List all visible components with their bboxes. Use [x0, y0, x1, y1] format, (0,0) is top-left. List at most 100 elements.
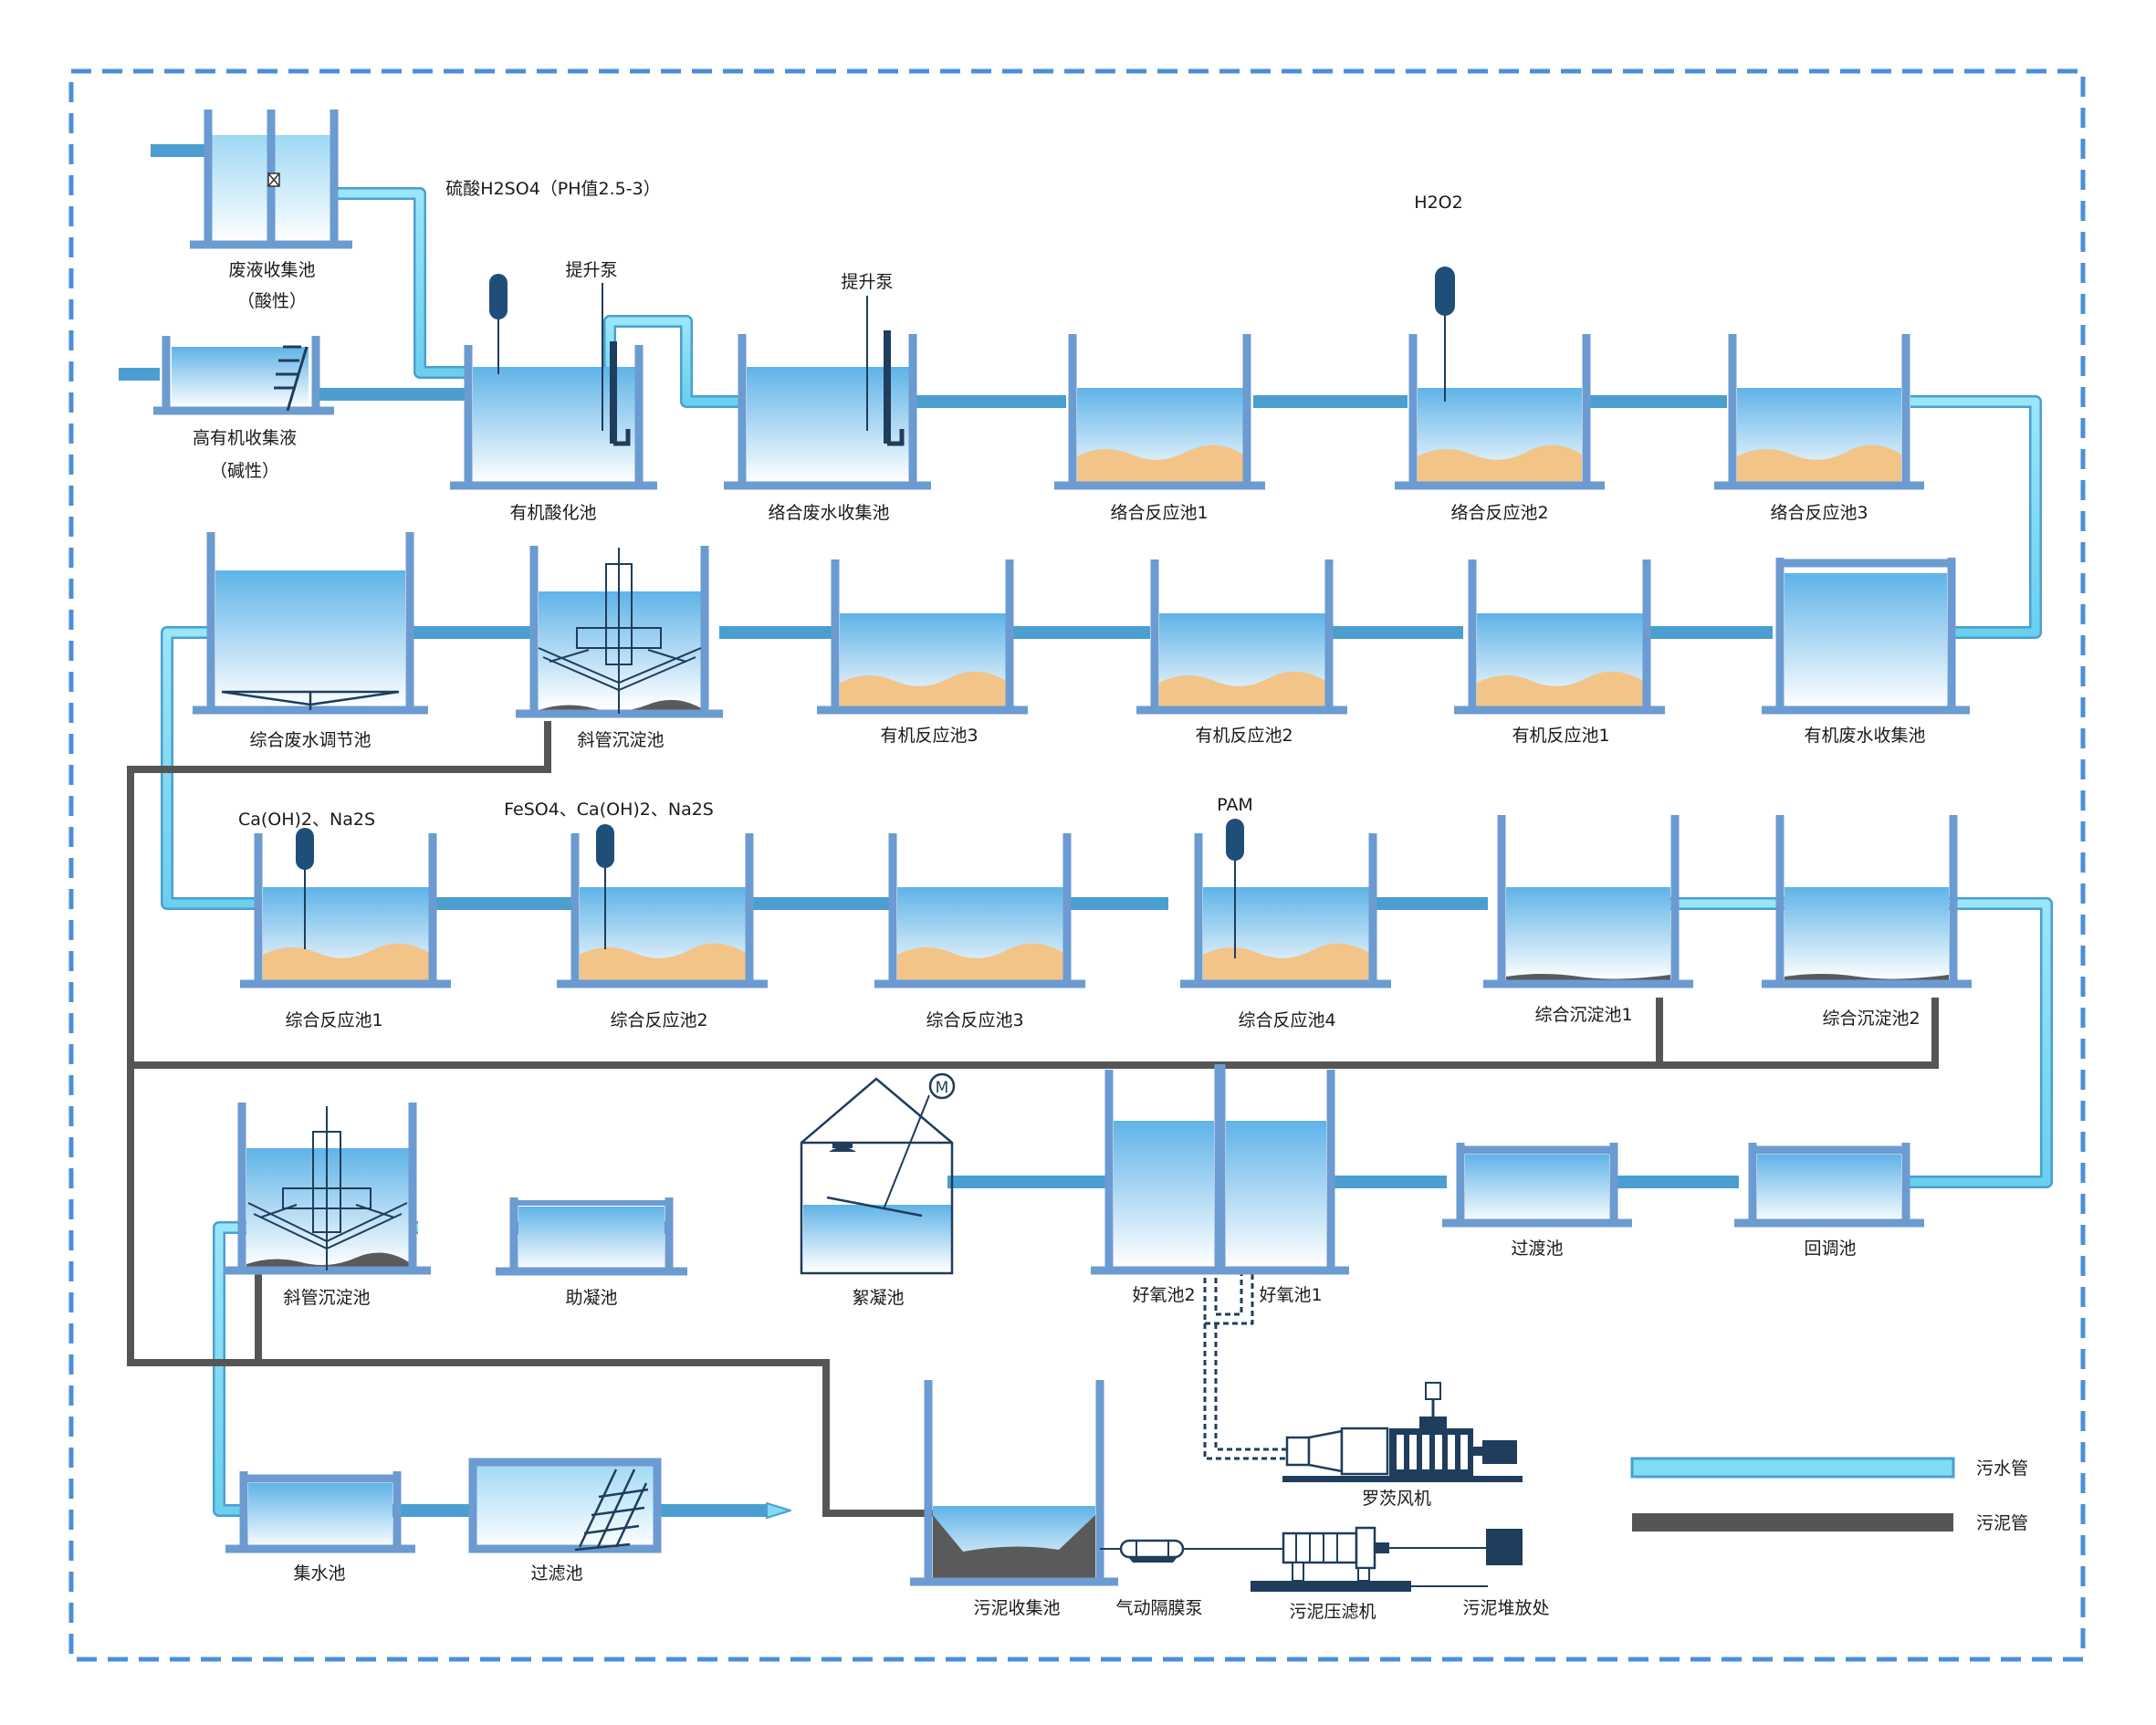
combined-reaction-tank-4: [1180, 833, 1391, 988]
sludge-collection-label: 污泥收集池: [973, 1598, 1060, 1618]
legend-water-label: 污水管: [1976, 1458, 2028, 1479]
complex-collection-label: 络合废水收集池: [768, 503, 889, 523]
lift-pump-icon: [884, 330, 905, 446]
organic-reaction-3-label: 有机反应池3: [880, 726, 978, 746]
diaphragm-pump-icon: [1100, 1539, 1285, 1563]
dosing-caoh-label: Ca(OH)2、Na2S: [238, 810, 375, 830]
sludge-pipes: [127, 721, 1939, 1517]
organic-reaction-tank-3: [817, 559, 1028, 715]
dosing-pam-label: PAM: [1217, 795, 1253, 815]
filter-press-icon: [1251, 1526, 1488, 1592]
acid-dosing-label: 硫酸H2SO4（PH值2.5-3）: [445, 179, 660, 199]
combined-settling-1-label: 综合沉淀池1: [1534, 1005, 1632, 1025]
waste-acid-tank-label: 废液收集池: [228, 260, 315, 280]
complex-reaction-tank-3: [1714, 334, 1924, 490]
equalization-label: 综合废水调节池: [249, 730, 371, 750]
organic-reaction-tank-2: [1136, 559, 1347, 715]
filter-tank-label: 过滤池: [530, 1563, 582, 1584]
combined-settling-2-label: 综合沉淀池2: [1822, 1009, 1920, 1029]
h2o2-label: H2O2: [1414, 193, 1462, 213]
combined-settling-tank-2: [1762, 815, 1972, 988]
aerobic-tanks: [1091, 1064, 1349, 1275]
high-organic-note: （碱性）: [210, 461, 279, 481]
sludge-collection-tank: [910, 1380, 1118, 1586]
aerobic-2-label: 好氧池2: [1132, 1285, 1195, 1305]
legend-sludge-swatch: [1632, 1513, 1953, 1532]
combined-reaction-2-label: 综合反应池2: [610, 1010, 707, 1030]
organic-acidification-label: 有机酸化池: [509, 503, 596, 523]
flocculation-tank: M: [800, 1072, 956, 1275]
complex-collection-tank: [724, 330, 931, 490]
organic-collection-label: 有机废水收集池: [1804, 726, 1925, 746]
feso4-dosing: [596, 824, 614, 949]
waste-acid-note: （酸性）: [237, 291, 307, 311]
inclined-settler-1: [516, 546, 723, 718]
coagulant-aid-tank: [496, 1197, 687, 1276]
organic-collection-tank: [1762, 558, 1970, 715]
transition-label: 过渡池: [1511, 1239, 1563, 1259]
aeration-pipe: [1203, 1250, 1287, 1460]
screen-icon: [274, 345, 309, 412]
sludge-bin-icon: [1486, 1529, 1523, 1565]
high-organic-label: 高有机收集液: [193, 428, 297, 448]
dosing-tank-icon: [1226, 819, 1244, 861]
collection-well-tank: [225, 1471, 415, 1553]
organic-acidification-tank: [450, 341, 657, 490]
combined-reaction-tank-2: [557, 833, 768, 988]
collection-well-label: 集水池: [293, 1563, 345, 1584]
combined-reaction-3-label: 综合反应池3: [926, 1010, 1023, 1030]
inclined-settler-1-label: 斜管沉淀池: [577, 730, 664, 750]
transition-tank: [1442, 1143, 1632, 1228]
sludge-storage-label: 污泥堆放处: [1462, 1598, 1549, 1618]
h2o2-dosing: [1435, 267, 1455, 402]
inclined-settler-2: [224, 1103, 431, 1275]
high-organic-tank: [153, 336, 334, 415]
filter-tank: [468, 1458, 662, 1553]
dosing-tank-icon: [489, 274, 508, 319]
combined-reaction-4-label: 综合反应池4: [1238, 1010, 1335, 1030]
motor-symbol: M: [936, 1079, 949, 1097]
legend-sludge-label: 污泥管: [1976, 1513, 2028, 1533]
water-pipes: [119, 144, 2053, 1519]
dosing-tank-icon: [596, 824, 614, 868]
legend: 污水管 污泥管: [1630, 1457, 2028, 1533]
filter-press-label: 污泥压滤机: [1289, 1602, 1376, 1622]
motor-icon: M: [928, 1072, 956, 1100]
complex-reaction-tank-1: [1054, 334, 1265, 490]
organic-reaction-tank-1: [1454, 559, 1665, 715]
caoh-dosing: [296, 828, 314, 949]
pam-dosing: [1226, 819, 1244, 958]
complex-reaction-tank-2: [1395, 334, 1605, 490]
dosing-tank-icon: [296, 828, 314, 870]
dosing-tank-icon: [1435, 267, 1455, 316]
acid-dosing-tank: [489, 274, 508, 374]
readjust-tank: [1734, 1143, 1924, 1228]
organic-reaction-2-label: 有机反应池2: [1195, 726, 1293, 746]
combined-settling-tank-1: [1483, 815, 1693, 988]
dosing-feso4-label: FeSO4、Ca(OH)2、Na2S: [504, 800, 714, 820]
roots-blower-label: 罗茨风机: [1362, 1489, 1431, 1509]
lift-pump-icon: [610, 341, 631, 446]
inclined-settler-2-label: 斜管沉淀池: [283, 1288, 370, 1308]
complex-reaction-1-label: 络合反应池1: [1110, 503, 1208, 523]
coagulant-aid-label: 助凝池: [565, 1288, 617, 1308]
diagram-border: [68, 68, 2086, 1662]
organic-reaction-1-label: 有机反应池1: [1512, 726, 1609, 746]
roots-blower-icon: [1282, 1382, 1523, 1482]
combined-reaction-1-label: 综合反应池1: [285, 1010, 382, 1030]
combined-reaction-tank-3: [874, 833, 1085, 988]
equalization-tank: [193, 532, 428, 715]
complex-reaction-3-label: 络合反应池3: [1770, 503, 1868, 523]
diaphragm-pump-label: 气动隔膜泵: [1115, 1598, 1202, 1618]
combined-reaction-tank-1: [240, 833, 451, 988]
outlet-arrow: [766, 1502, 791, 1519]
lift-pump-1-label: 提升泵: [565, 260, 617, 280]
legend-water-swatch: [1630, 1457, 1955, 1479]
aerobic-1-label: 好氧池1: [1259, 1285, 1322, 1305]
lift-pump-2-label: 提升泵: [841, 272, 893, 292]
complex-reaction-2-label: 络合反应池2: [1450, 503, 1548, 523]
flocculation-label: 絮凝池: [852, 1288, 904, 1308]
waste-acid-tank: [190, 110, 352, 249]
readjust-label: 回调池: [1804, 1239, 1856, 1259]
